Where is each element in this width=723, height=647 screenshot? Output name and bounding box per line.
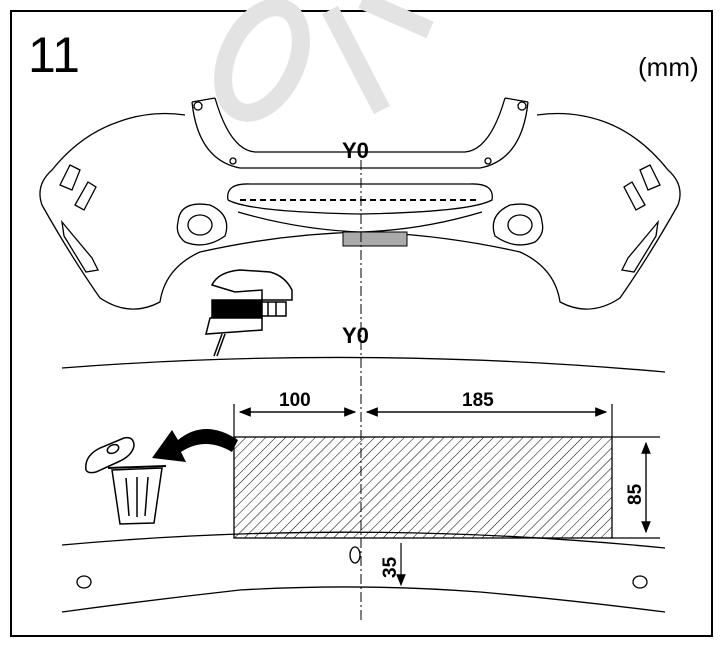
cutout-region xyxy=(233,436,613,539)
dimension-100: 100 xyxy=(279,390,311,411)
jigsaw-icon xyxy=(205,269,293,357)
axis-label-bottom: Y0 xyxy=(342,323,369,348)
trash-bin-icon xyxy=(85,436,167,525)
dimension-185: 185 xyxy=(462,390,494,411)
dimension-85: 85 xyxy=(625,483,646,505)
dimension-35: 35 xyxy=(380,556,401,578)
unit-label: (mm) xyxy=(638,52,699,82)
axis-label-top: Y0 xyxy=(342,138,369,163)
discard-arrow-icon xyxy=(152,429,238,462)
bumper-illustration xyxy=(39,97,681,310)
instruction-frame xyxy=(10,10,713,637)
dimension-lines xyxy=(233,404,660,587)
step-number: 11 xyxy=(28,27,80,83)
watermark xyxy=(214,0,434,122)
